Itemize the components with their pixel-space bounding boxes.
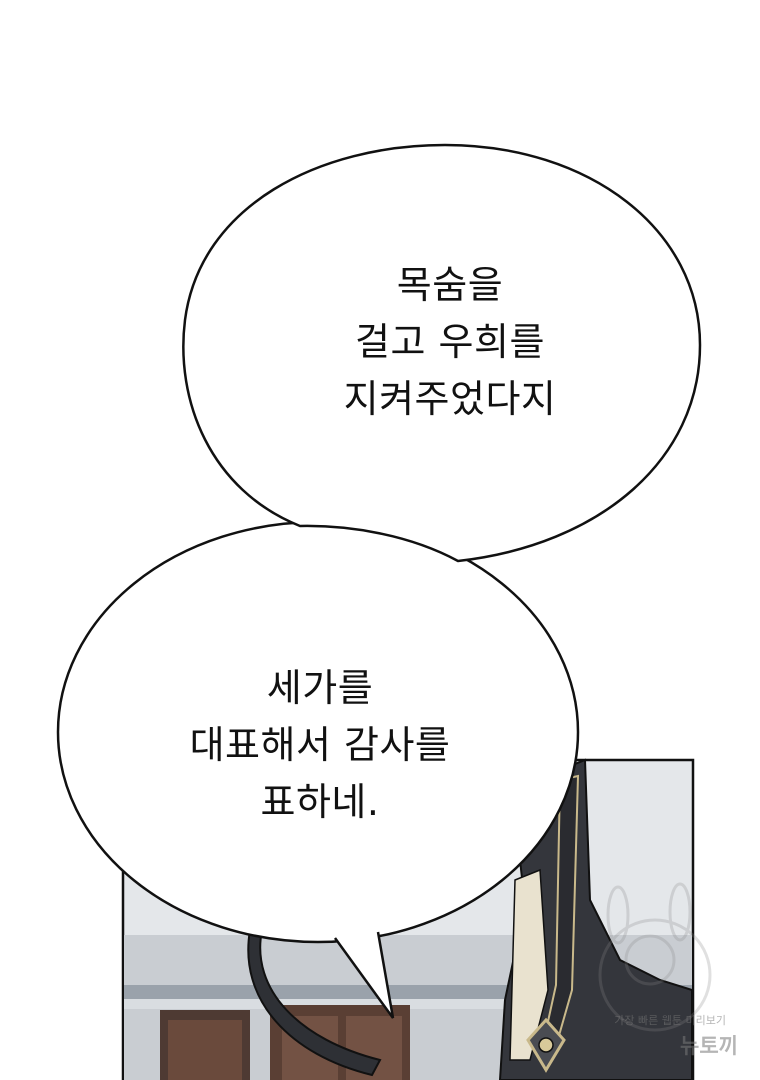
speech-line: 목숨을 [396,263,504,307]
speech-bubble-top [182,143,702,563]
speech-line: 지켜주었다지 [343,377,557,421]
speech-bubble-top-text: 목숨을 걸고 우희를 지켜주었다지 [260,257,640,428]
speech-line: 대표해서 감사를 [189,723,451,767]
speech-bubble-tail [333,931,395,1019]
speech-line: 표하네. [260,780,380,824]
panel-ledge [124,999,692,1009]
wooden-cabinet-left-panel [168,1020,242,1080]
gold-ornament [526,1017,566,1073]
watermark-tagline: 가장 빠른 웹툰 미리보기 [614,1014,726,1027]
mascot-watermark-icon [598,882,712,1032]
speech-bubble-bottom [56,520,580,1019]
figure-robe-highlight [509,868,549,1061]
speech-line: 세가를 [266,666,374,710]
dark-curved-staff [247,929,382,1077]
watermark-site-name: 뉴토끼 [680,1034,738,1058]
speech-line: 걸고 우희를 [355,320,545,364]
speech-bubble-bottom-text: 세가를 대표해서 감사를 표하네. [120,660,520,831]
